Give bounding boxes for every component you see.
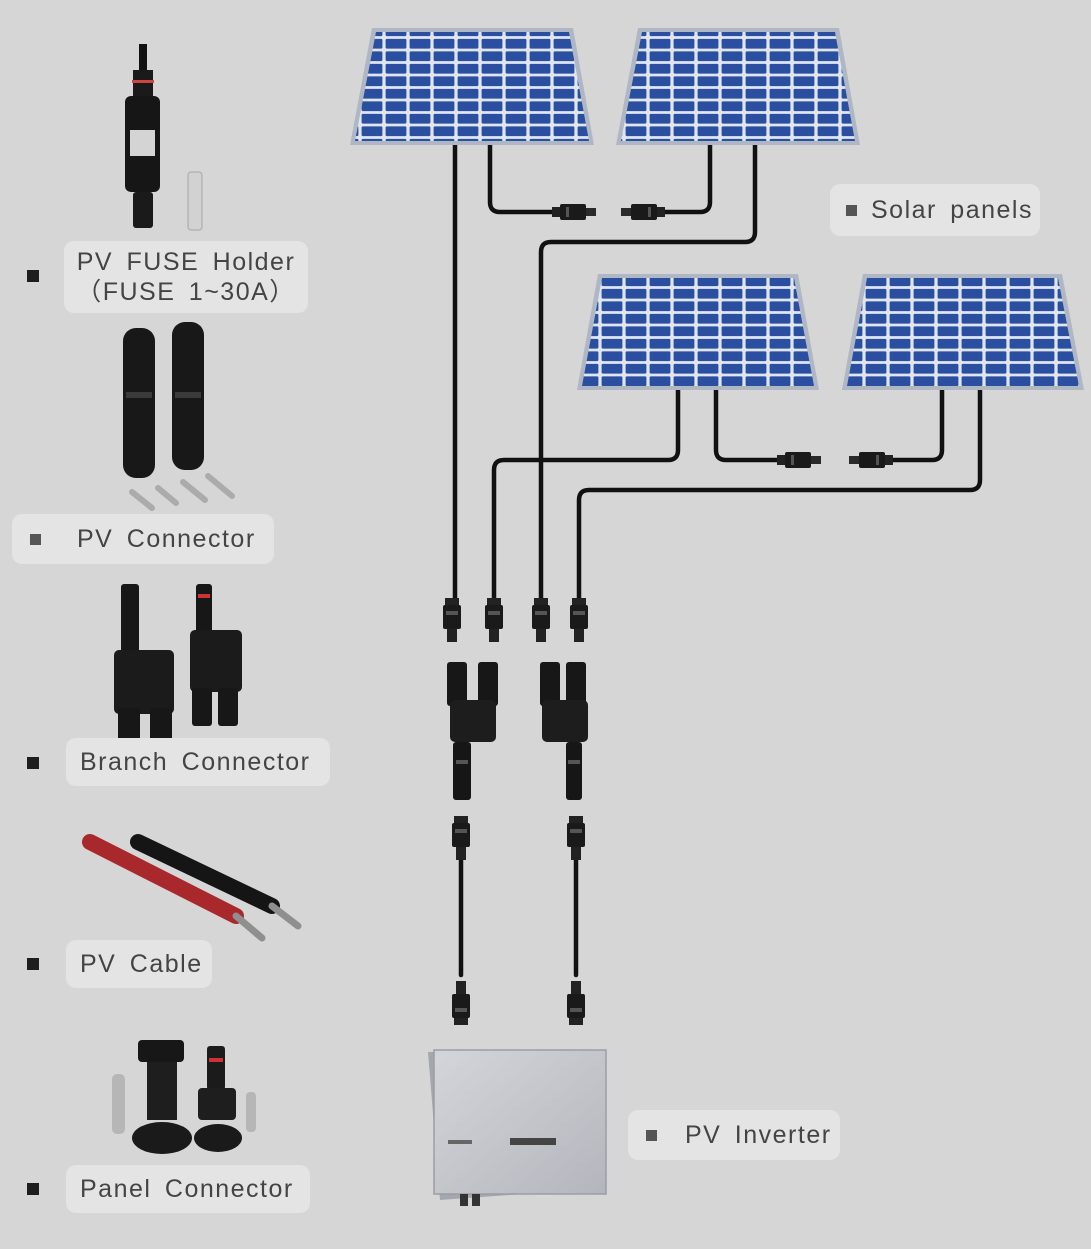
- pv-connector-text: PV Connector: [77, 524, 256, 553]
- panel-connector-image: [112, 1040, 256, 1154]
- branch-connector-text: Branch Connector: [80, 747, 311, 776]
- panel-link-connector-2: [621, 204, 665, 220]
- fuse-holder-bullet: [27, 270, 39, 282]
- pv-connector-bullet: [30, 533, 41, 545]
- solar-panels-bullet: [846, 204, 857, 216]
- string-connector-2: [485, 598, 503, 642]
- pv-connector-image: [123, 322, 235, 511]
- pv-fuse-holder-rating: （FUSE 1~30A）: [76, 278, 296, 306]
- solar-panel-4: [842, 274, 1084, 390]
- solar-panels-label: Solar panels: [830, 184, 1040, 236]
- inverter-input-connector-positive: [452, 981, 470, 1025]
- cable-panel1-to-link: [487, 142, 558, 215]
- panel-link-connector-3: [777, 452, 821, 468]
- pv-inverter-bullet: [646, 1129, 657, 1141]
- pv-inverter-text: PV Inverter: [685, 1120, 832, 1149]
- pv-fuse-holder-title: PV FUSE Holder: [76, 248, 296, 276]
- string-connector-1: [443, 598, 461, 642]
- string-connector-3: [532, 598, 550, 642]
- trunk-connector-top-positive: [452, 816, 470, 860]
- pv-cable-label: PV Cable: [66, 940, 212, 988]
- panel-link-connector-1: [552, 204, 596, 220]
- cable-panel4-to-link: [887, 387, 945, 463]
- pv-fuse-holder-label: PV FUSE Holder （FUSE 1~30A）: [64, 241, 308, 313]
- solar-panel-2: [616, 28, 860, 145]
- pv-cable-bullet: [27, 958, 39, 970]
- branch-connector-negative: [540, 662, 588, 800]
- pv-inverter-label: PV Inverter: [628, 1110, 840, 1160]
- trunk-connector-top-negative: [567, 816, 585, 860]
- pv-connector-label: PV Connector: [12, 514, 274, 564]
- cable-panel2-to-link: [657, 142, 713, 215]
- cable-string1-negative: [538, 142, 758, 603]
- panel-connector-text: Panel Connector: [80, 1174, 294, 1203]
- cable-panel3-to-link: [713, 387, 783, 463]
- solar-panel-1: [350, 28, 594, 145]
- solar-panels-text: Solar panels: [871, 195, 1033, 224]
- branch-connector-bullet: [27, 757, 39, 769]
- string-cables: [452, 142, 983, 978]
- pv-fuse-holder-image: [125, 44, 203, 231]
- pv-cable-image: [82, 834, 302, 942]
- panel-connector-label: Panel Connector: [66, 1165, 310, 1213]
- pv-cable-text: PV Cable: [80, 949, 203, 978]
- panel-link-connector-4: [849, 452, 893, 468]
- cable-string2-positive: [491, 387, 681, 603]
- branch-connector-positive: [447, 662, 498, 800]
- pv-inverter-unit: [428, 1049, 607, 1206]
- branch-connector-image: [114, 584, 242, 744]
- branch-connector-label: Branch Connector: [66, 738, 330, 786]
- string-connector-4: [570, 598, 588, 642]
- cable-string2-negative: [576, 387, 983, 603]
- solar-panel-3: [577, 274, 819, 390]
- panel-connector-bullet: [27, 1183, 39, 1195]
- inverter-input-connector-negative: [567, 981, 585, 1025]
